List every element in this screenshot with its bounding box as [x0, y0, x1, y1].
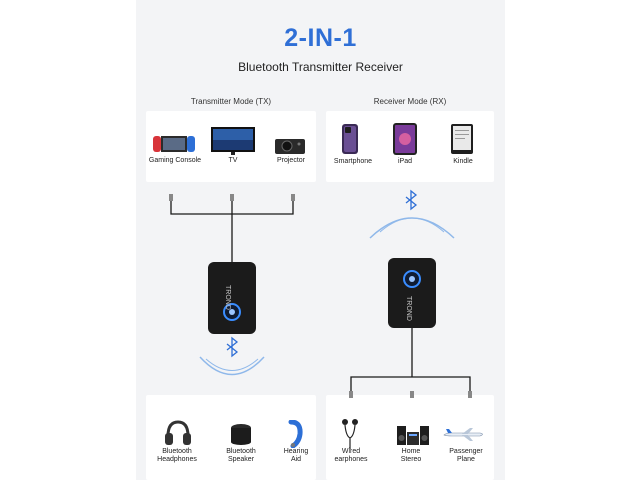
tv-icon: [211, 127, 255, 155]
rx-source-label: Kindle: [453, 158, 473, 165]
rx-source-ipad: iPad: [380, 158, 430, 166]
rx-output-label: Plane: [457, 456, 475, 463]
tx-mode-heading: Transmitter Mode (TX): [190, 97, 272, 106]
game-console-icon: [153, 136, 195, 152]
rx-source-label: Smartphone: [333, 158, 373, 165]
airplane-icon: [443, 428, 483, 441]
tx-bluetooth-icon: [226, 336, 239, 358]
rx-bluetooth-icon: [405, 189, 418, 211]
rx-cables: [349, 328, 472, 398]
tx-source-projector: Projector: [266, 157, 316, 165]
tx-output-label: Bluetooth: [162, 448, 192, 455]
tx-source-label: TV: [228, 157, 238, 164]
rx-mode-heading: Receiver Mode (RX): [373, 97, 447, 106]
rx-device-brand: TROND: [405, 296, 412, 321]
tx-output-headphones: Bluetooth Headphones: [148, 448, 206, 464]
page-title: 2-IN-1: [284, 24, 357, 52]
tx-output-label: Speaker: [227, 456, 255, 463]
smartphone-icon: [342, 124, 358, 154]
tx-source-tv: TV: [208, 157, 258, 165]
rx-source-kindle: Kindle: [438, 158, 488, 166]
stereo-icon: [397, 426, 429, 445]
rx-device: [388, 258, 436, 328]
rx-output-label: Home: [401, 448, 421, 455]
projector-icon: [275, 139, 305, 154]
tx-output-hearing-aid: Hearing Aid: [274, 448, 318, 464]
rx-source-label: iPad: [397, 158, 412, 165]
rx-output-label: earphones: [334, 456, 368, 463]
rx-output-earphones: Wired earphones: [326, 448, 376, 464]
tx-source-label: Gaming Console: [148, 157, 202, 164]
tx-output-label: Aid: [290, 456, 302, 463]
tx-device: [208, 262, 256, 334]
tx-source-label: Projector: [276, 157, 305, 164]
speaker-icon: [231, 424, 251, 445]
rx-output-label: Wired: [341, 448, 361, 455]
rx-output-stereo: Home Stereo: [386, 448, 436, 464]
tx-cables: [169, 194, 295, 262]
rx-wave-icon: [369, 217, 455, 239]
tx-source-gaming-console: Gaming Console: [146, 157, 204, 165]
tx-output-label: Headphones: [157, 456, 197, 463]
tablet-icon: [393, 123, 417, 155]
tx-output-speaker: Bluetooth Speaker: [214, 448, 268, 464]
page-subtitle: Bluetooth Transmitter Receiver: [238, 60, 403, 74]
tx-device-brand: TROND: [224, 285, 231, 310]
rx-source-smartphone: Smartphone: [326, 158, 380, 166]
hearing-aid-icon: [288, 420, 303, 448]
rx-output-label: Passenger: [449, 448, 483, 455]
ereader-icon: [451, 124, 473, 154]
rx-output-plane: Passenger Plane: [440, 448, 492, 464]
rx-output-label: Stereo: [400, 456, 422, 463]
tx-wave-icon: [199, 356, 265, 376]
tx-output-label: Hearing: [283, 448, 309, 455]
earphones-icon: [342, 419, 358, 449]
tx-output-label: Bluetooth: [226, 448, 256, 455]
headphones-icon: [165, 420, 191, 445]
